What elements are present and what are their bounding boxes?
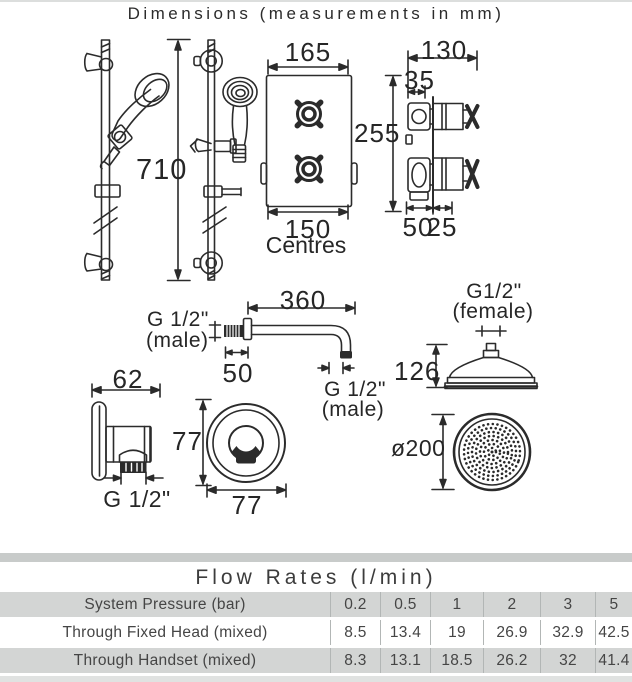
valve-side-drawing (405, 96, 480, 213)
table-cell: 13.1 (380, 648, 430, 673)
control-handle-top (294, 99, 324, 129)
dim-label-valve-depth-b: 25 (426, 212, 458, 242)
dim-label-valve-width: 130 (420, 35, 468, 65)
control-handle-bottom (294, 154, 324, 184)
table-cell: 5 (595, 592, 632, 617)
table-cell: 26.2 (483, 648, 540, 673)
top-divider (0, 0, 632, 2)
dim-360 (247, 301, 356, 315)
wall-outlet-drawing (91, 401, 152, 481)
dim-label-head-diameter: ø200 (391, 435, 446, 461)
riser-rail-side-drawing (83, 39, 170, 281)
dim-200 (431, 413, 455, 491)
table-cell: 8.3 (330, 648, 380, 673)
table-cell: 32 (540, 648, 595, 673)
dim-label-plate-width: 77 (231, 490, 263, 520)
dim-outlet-g12 (103, 471, 164, 485)
dim-label-centres-word: Centres (265, 232, 347, 258)
dim-label-head-connection-gender: (female) (452, 300, 534, 323)
row-label: Through Fixed Head (mixed) (0, 620, 330, 645)
flow-rates-table: System Pressure (bar) 0.2 0.5 1 2 3 5 Th… (0, 592, 632, 676)
dim-label-head-height: 126 (394, 356, 441, 386)
dim-label-panel-width: 165 (284, 37, 332, 67)
flow-rates-title: Flow Rates (l/min) (195, 566, 437, 589)
table-cell: 42.5 (595, 620, 632, 645)
dim-label-rail-height: 710 (136, 154, 188, 186)
dim-150 (267, 204, 349, 220)
table-row: Through Fixed Head (mixed) 8.5 13.4 19 2… (0, 620, 632, 645)
shower-arm-drawing (208, 317, 352, 359)
dim-165 (267, 59, 349, 75)
table-row: Through Handset (mixed) 8.3 13.1 18.5 26… (0, 648, 632, 673)
bottom-divider (0, 676, 632, 682)
table-cell: 32.9 (540, 620, 595, 645)
table-cell: 13.4 (380, 620, 430, 645)
row-label: Through Handset (mixed) (0, 648, 330, 673)
row-label: System Pressure (bar) (0, 592, 330, 617)
table-cell: 0.2 (330, 592, 380, 617)
technical-drawing (83, 38, 539, 498)
dim-50-25 (405, 201, 453, 215)
table-cell: 26.9 (483, 620, 540, 645)
dim-255 (384, 74, 402, 213)
fixed-head-side-drawing (443, 342, 539, 390)
dim-label-arm-wall-offset: 50 (222, 358, 254, 388)
dim-label-centres-value: 150 (284, 214, 332, 244)
dim-label-outlet-depth: 62 (112, 364, 144, 394)
dim-label-panel-height: 255 (354, 118, 401, 148)
table-cell: 2 (483, 592, 540, 617)
dim-label-arm-outlet-thread: G 1/2" (324, 378, 386, 401)
table-divider-bar (0, 553, 632, 562)
dim-710 (166, 38, 191, 282)
table-row: System Pressure (bar) 0.2 0.5 1 2 3 5 (0, 592, 632, 617)
dim-126 (426, 343, 448, 389)
dim-label-arm-inlet-thread: G 1/2" (147, 308, 209, 331)
dim-35 (407, 85, 426, 99)
dim-130 (407, 50, 478, 99)
dim-62 (91, 383, 161, 398)
dim-female (475, 325, 507, 337)
dim-arm-outlet (317, 361, 355, 375)
dim-label-head-connection-thread: G1/2" (466, 280, 522, 303)
page-title: Dimensions (measurements in mm) (127, 4, 505, 23)
valve-front-drawing (260, 74, 358, 208)
riser-rail-front-drawing (189, 39, 258, 281)
table-cell: 19 (430, 620, 483, 645)
dim-label-arm-inlet-gender: (male) (146, 329, 209, 352)
dim-77-horizontal (206, 483, 287, 498)
dim-label-valve-depth-a: 50 (402, 212, 434, 242)
dim-label-valve-offset: 35 (404, 65, 435, 95)
concealing-plate-drawing (206, 403, 286, 483)
dim-label-arm-length: 360 (279, 285, 327, 315)
table-cell: 41.4 (595, 648, 632, 673)
fixed-head-face-drawing (452, 412, 532, 492)
dim-77-vertical (195, 398, 212, 487)
table-cell: 1 (430, 592, 483, 617)
table-cell: 8.5 (330, 620, 380, 645)
dim-label-plate-height: 77 (172, 426, 203, 456)
table-cell: 18.5 (430, 648, 483, 673)
dim-arm-50 (224, 346, 249, 359)
dim-label-arm-outlet-gender: (male) (321, 398, 385, 421)
table-cell: 3 (540, 592, 595, 617)
dim-label-outlet-connection: G 1/2" (103, 486, 171, 512)
table-cell: 0.5 (380, 592, 430, 617)
